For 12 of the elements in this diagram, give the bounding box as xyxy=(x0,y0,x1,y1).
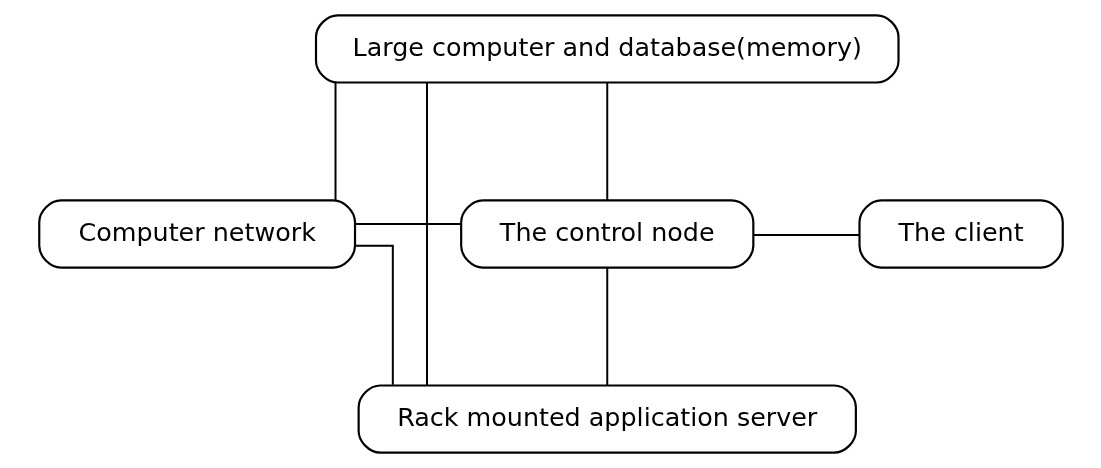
connector xyxy=(353,244,394,386)
node-box: The control node xyxy=(459,199,754,269)
node-box: Rack mounted application server xyxy=(357,384,857,454)
connector xyxy=(353,223,462,225)
connector xyxy=(425,82,428,386)
node-box: The client xyxy=(857,199,1064,269)
node-box: Large computer and database(memory) xyxy=(314,14,900,84)
connector xyxy=(752,233,860,236)
connector xyxy=(605,266,608,387)
node-box: Computer network xyxy=(37,199,356,269)
connector xyxy=(334,81,336,202)
connector xyxy=(605,81,608,202)
